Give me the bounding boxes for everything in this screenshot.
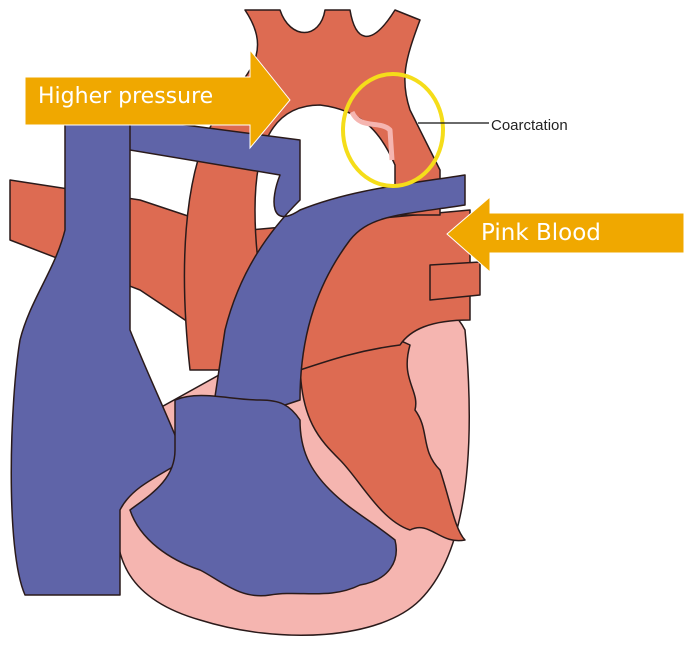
superior-vena-cava [10, 89, 186, 596]
higher-pressure-label: Higher pressure [38, 84, 214, 109]
higher-pressure-arrow [24, 48, 291, 150]
pulmonary-vein-right [429, 261, 481, 301]
pulmonary-artery [69, 109, 466, 431]
left-ventricle [299, 334, 466, 542]
pink-blood-label: Pink Blood [481, 220, 601, 246]
coarctation-label: Coarctation [491, 117, 568, 134]
coarctation-narrowing [349, 110, 395, 161]
pink-blood-arrow [446, 195, 684, 274]
right-ventricle [129, 394, 397, 597]
coarctation-highlight-circle [341, 72, 445, 188]
